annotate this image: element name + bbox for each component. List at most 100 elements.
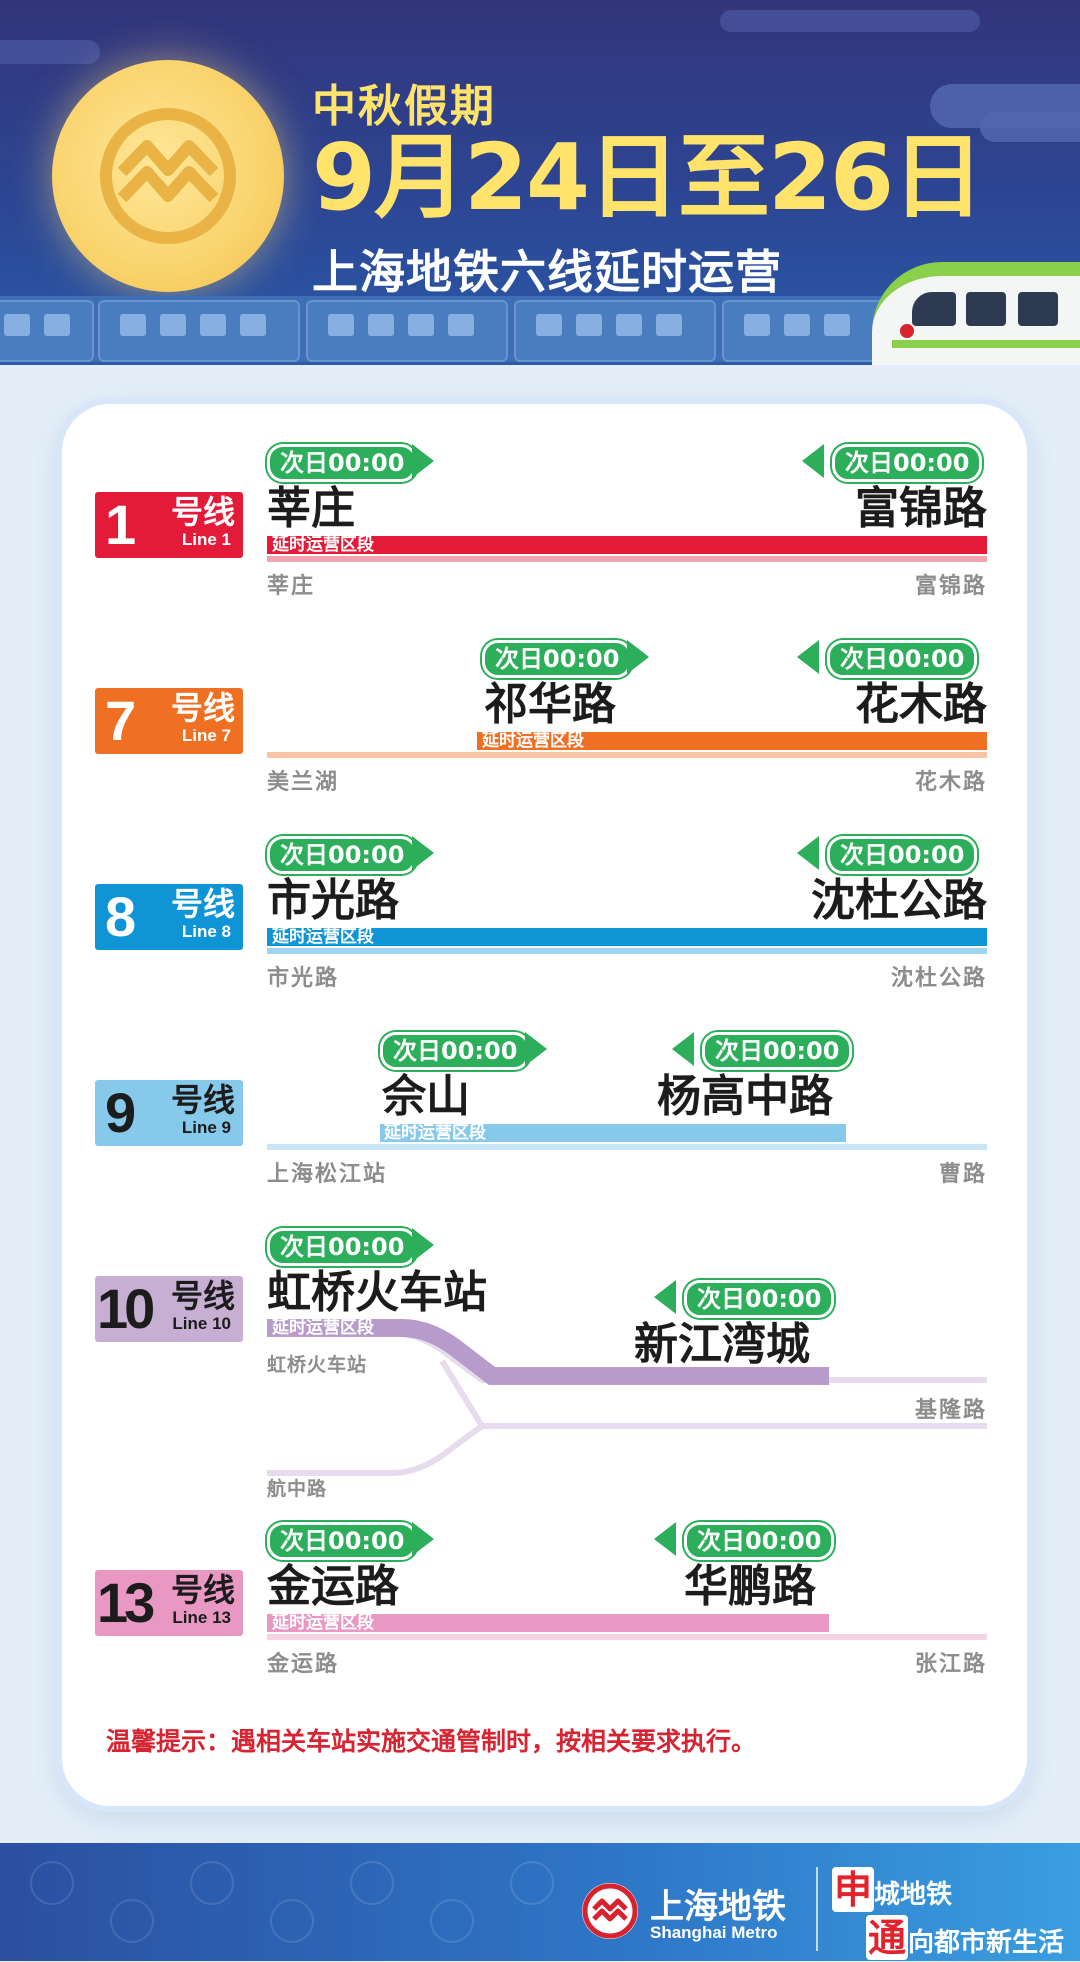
schedule-card: 1 号线 Line 1 次日00:00 次日00:00 莘庄 富锦路 延时运营区…: [62, 404, 1027, 1806]
last-train-time-tag: 次日00:00: [832, 444, 983, 482]
train-car: [98, 300, 300, 362]
train-car: [0, 300, 94, 362]
last-train-time-tag: 次日00:00: [267, 444, 418, 482]
line-badge: 13 号线 Line 13: [95, 1570, 243, 1636]
line-label-en: Line 7: [181, 726, 231, 745]
full-line-bar: [267, 1634, 987, 1640]
holiday-date: 9月24日至26日: [312, 124, 984, 231]
station-left: 佘山: [382, 1071, 470, 1122]
station-left: 祁华路: [484, 679, 616, 730]
slogan-1-char: 申: [832, 1867, 875, 1912]
line-label-en: Line 1: [181, 530, 231, 549]
footer-divider: [816, 1867, 818, 1951]
terminal-right: 曹路: [938, 1162, 987, 1187]
slogan-1-text: 城地铁: [874, 1880, 953, 1910]
line-label-cn: 号线: [170, 1081, 235, 1119]
station-left: 金运路: [267, 1561, 399, 1612]
arrow-left-icon: [797, 640, 819, 674]
terminal-right: 富锦路: [914, 574, 987, 599]
station-right: 新江湾城: [634, 1319, 810, 1370]
last-train-time-tag: 次日00:00: [684, 1522, 835, 1560]
last-train-time-tag: 次日00:00: [380, 1032, 531, 1070]
line-label-cn: 号线: [170, 885, 235, 923]
pattern-decoration: [30, 1861, 74, 1905]
line-number: 9: [105, 1081, 137, 1144]
page-title: 上海地铁六线延时运营: [312, 245, 782, 299]
full-line-bar: [267, 1144, 987, 1150]
last-train-time-tag: 次日00:00: [482, 640, 633, 678]
arrow-left-icon: [797, 836, 819, 870]
arrow-right-icon: [525, 1032, 547, 1066]
slogan-2-text: 向都市新生活: [908, 1928, 1065, 1958]
terminal-left: 莘庄: [267, 574, 316, 599]
extended-segment-bar: [380, 1124, 846, 1142]
cloud-decoration: [0, 40, 100, 64]
arrow-left-icon: [802, 444, 824, 478]
last-train-time-tag: 次日00:00: [267, 836, 418, 874]
line-10-track: [267, 1319, 987, 1476]
terminal-left: 市光路: [267, 966, 340, 991]
line-label-en: Line 8: [181, 922, 231, 941]
arrow-left-icon: [654, 1280, 676, 1314]
line-label-en: Line 9: [181, 1118, 231, 1137]
arrow-right-icon: [412, 1228, 434, 1262]
terminal-right: 张江路: [914, 1652, 987, 1677]
notice-text: 温馨提示：遇相关车站实施交通管制时，按相关要求执行。: [106, 1727, 757, 1756]
line-badge: 9 号线 Line 9: [95, 1080, 243, 1146]
pattern-decoration: [350, 1861, 394, 1905]
line-label-en: Line 13: [172, 1608, 231, 1627]
train-car: [306, 300, 508, 362]
line-label-cn: 号线: [170, 689, 235, 727]
line-badge: 10 号线 Line 10: [95, 1276, 243, 1342]
station-left: 莘庄: [267, 483, 355, 534]
pattern-decoration: [270, 1899, 314, 1943]
arrow-right-icon: [627, 640, 649, 674]
header-banner: 中秋假期 9月24日至26日 上海地铁六线延时运营: [0, 0, 1080, 365]
arrow-right-icon: [412, 836, 434, 870]
line-label-cn: 号线: [170, 1277, 235, 1315]
station-left: 虹桥火车站: [267, 1267, 487, 1318]
line-number: 7: [105, 689, 137, 752]
full-line-bar: [267, 752, 987, 758]
cloud-decoration: [980, 112, 1080, 142]
last-train-time-tag: 次日00:00: [827, 640, 978, 678]
terminal-left: 上海松江站: [267, 1162, 388, 1187]
extended-segment-label: 延时运营区段: [384, 1123, 486, 1143]
station-left: 市光路: [267, 875, 399, 926]
line-label-en: Line 10: [172, 1314, 231, 1333]
pattern-decoration: [510, 1861, 554, 1905]
pattern-decoration: [110, 1899, 154, 1943]
terminal-left: 虹桥火车站: [267, 1354, 368, 1376]
line-label-cn: 号线: [170, 1571, 235, 1609]
last-train-time-tag: 次日00:00: [702, 1032, 853, 1070]
extended-segment-bar: [267, 1614, 829, 1632]
station-right: 杨高中路: [657, 1071, 833, 1122]
last-train-time-tag: 次日00:00: [267, 1522, 418, 1560]
station-right: 华鹏路: [684, 1561, 816, 1612]
brand-name: 上海地铁: [650, 1887, 786, 1927]
full-line-bar: [267, 948, 987, 954]
extended-segment-label: 延时运营区段: [272, 1613, 374, 1633]
line-label-cn: 号线: [170, 493, 235, 531]
slogan-line-1: 申城地铁: [832, 1859, 952, 1914]
extended-segment-bar: [267, 536, 987, 554]
station-right: 富锦路: [855, 483, 987, 534]
moon-metro-logo-icon: [52, 60, 284, 292]
extended-segment-bar: [477, 732, 987, 750]
pattern-decoration: [190, 1861, 234, 1905]
terminal-right: 花木路: [914, 770, 987, 795]
brand-name-en: Shanghai Metro: [650, 1923, 778, 1942]
train-car: [722, 300, 886, 362]
terminal-right: 沈杜公路: [890, 966, 987, 991]
extended-segment-label: 延时运营区段: [482, 731, 584, 751]
station-right: 花木路: [855, 679, 987, 730]
terminal-left: 金运路: [267, 1652, 340, 1677]
slogan-2-char: 通: [866, 1915, 909, 1960]
footer: 上海地铁 Shanghai Metro 申城地铁 通向都市新生活: [0, 1843, 1080, 1961]
extended-segment-bar: [267, 928, 987, 946]
line-number: 8: [105, 885, 137, 948]
slogan-line-2: 通向都市新生活: [866, 1907, 1064, 1962]
extended-segment-label: 延时运营区段: [272, 1318, 374, 1338]
arrow-right-icon: [412, 1522, 434, 1556]
terminal-right: 基隆路: [914, 1398, 987, 1423]
